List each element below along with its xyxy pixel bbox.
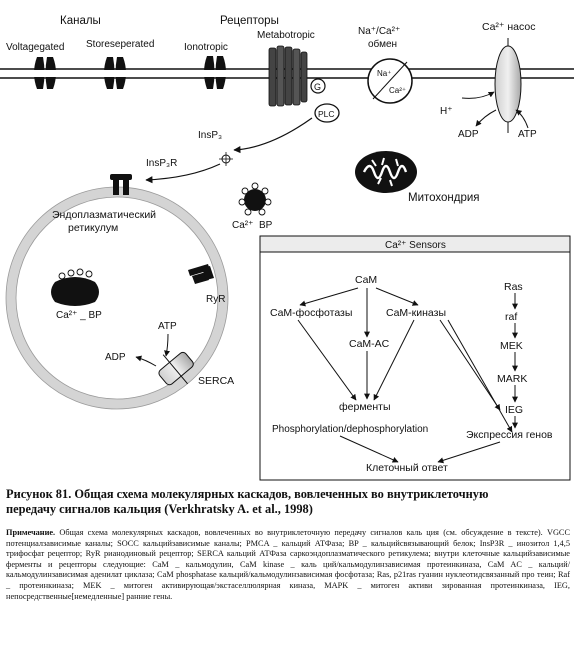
serca-adp-label: ADP bbox=[105, 352, 126, 363]
metabotropic-label: Metabotropic bbox=[257, 30, 315, 41]
g-protein: G bbox=[310, 78, 326, 94]
insp3-to-receptor-arrow bbox=[145, 163, 221, 184]
serca-atp-label: ATP bbox=[158, 321, 177, 332]
er-ca-binding-protein bbox=[51, 268, 99, 306]
voltage-gated-label: Voltagegated bbox=[6, 42, 64, 53]
pump-h-arrow bbox=[461, 91, 495, 99]
insp3-arrow bbox=[233, 117, 313, 154]
sensor-raf: raf bbox=[505, 311, 517, 323]
ionotropic-label: Ionotropic bbox=[184, 42, 228, 53]
pump-adp-label: ADP bbox=[458, 129, 479, 140]
sensor-ras: Ras bbox=[504, 281, 523, 293]
exchanger-word: обмен bbox=[368, 38, 397, 50]
ionotropic-receptor bbox=[203, 56, 227, 89]
sensor-mark: MARK bbox=[497, 373, 527, 385]
er-label-line2: ретикулум bbox=[68, 222, 118, 234]
h-plus-label: H⁺ bbox=[440, 106, 453, 117]
sensor-cam-phosphatases: CaM-фосфотазы bbox=[270, 307, 352, 319]
caption-line2: передачу сигналов кальция (Verkhratsky A… bbox=[6, 502, 313, 516]
er-membrane-inner-outline bbox=[15, 196, 219, 400]
plc-enzyme: PLC bbox=[314, 103, 340, 123]
note-text: Общая схема молекулярных каскадов, вовле… bbox=[6, 528, 570, 601]
ca-binding-protein bbox=[238, 182, 272, 216]
plc-label: PLC bbox=[318, 109, 335, 119]
serca-pump bbox=[158, 351, 194, 386]
insp3r-label: InsP₃R bbox=[146, 158, 177, 169]
pump-adp-arrow bbox=[475, 109, 497, 127]
store-operated-label: Storeseperated bbox=[86, 39, 154, 50]
exchanger-label: Na⁺/Ca²⁺ bbox=[358, 26, 400, 37]
exchanger-na-label: Na⁺ bbox=[377, 69, 391, 78]
sensor-enzymes: ферменты bbox=[339, 401, 391, 413]
ryr-label: RyR bbox=[206, 294, 225, 305]
na-ca-exchanger bbox=[367, 58, 413, 104]
sensor-cam-ac: CaM-AC bbox=[349, 338, 390, 350]
ca-bp-bp-label: BP bbox=[259, 220, 273, 231]
er-ca-bp-label: Ca²⁺ _ BP bbox=[56, 310, 102, 321]
sensor-gene-expression: Экспрессия генов bbox=[466, 429, 553, 441]
pump-label: Ca²⁺ насос bbox=[482, 21, 535, 33]
mitochondria-label: Митохондрия bbox=[408, 192, 480, 204]
caption-line1: Рисунок 81. Общая схема молекулярных кас… bbox=[6, 487, 489, 501]
sensors-panel bbox=[259, 235, 571, 481]
receptors-label: Рецепторы bbox=[220, 15, 279, 27]
serca-label: SERCA bbox=[198, 375, 234, 387]
g-protein-label: G bbox=[314, 82, 321, 92]
calcium-pump bbox=[494, 38, 522, 133]
store-operated-channel bbox=[103, 57, 127, 89]
er-label-line1: Эндоплазматический bbox=[52, 209, 156, 221]
note-label: Примечание. bbox=[6, 528, 56, 537]
sensor-phosphorylation: Phosphorylation/dephosphorylation bbox=[272, 424, 428, 435]
serca-adp-arrow bbox=[135, 355, 157, 367]
ryanodine-receptor bbox=[188, 264, 214, 284]
insp3-molecule bbox=[219, 152, 233, 166]
voltage-gated-channel bbox=[33, 57, 57, 89]
sensors-title: Ca²⁺ Sensors bbox=[385, 240, 446, 251]
insp3-label: InsP₃ bbox=[198, 130, 222, 141]
figure-caption: Рисунок 81. Общая схема молекулярных кас… bbox=[6, 487, 570, 517]
sensor-mek: MEK bbox=[500, 340, 523, 352]
sensor-arrows bbox=[297, 287, 518, 464]
pump-atp-arrow bbox=[515, 109, 529, 129]
pump-atp-label: ATP bbox=[518, 129, 537, 140]
serca-atp-arrow bbox=[164, 333, 171, 357]
metabotropic-receptor bbox=[268, 45, 308, 107]
sensor-cam-kinases: CaM-киназы bbox=[386, 307, 446, 319]
mitochondrion bbox=[355, 151, 417, 193]
channels-label: Каналы bbox=[60, 15, 101, 27]
sensors-title-bar bbox=[259, 235, 571, 253]
sensor-ieg: IEG bbox=[505, 404, 523, 416]
figure-note: Примечание. Общая схема молекулярных кас… bbox=[6, 528, 570, 602]
insp3-receptor bbox=[110, 174, 132, 195]
exchanger-ca-label: Ca²⁺ bbox=[389, 86, 406, 95]
sensor-cam: CaM bbox=[355, 274, 377, 286]
ca-bp-ca-label: Ca²⁺ bbox=[232, 220, 253, 231]
sensor-cell-response: Клеточный ответ bbox=[366, 462, 448, 474]
calcium-signaling-diagram: Каналы Voltagegated Storeseperated Ionot… bbox=[0, 15, 574, 481]
